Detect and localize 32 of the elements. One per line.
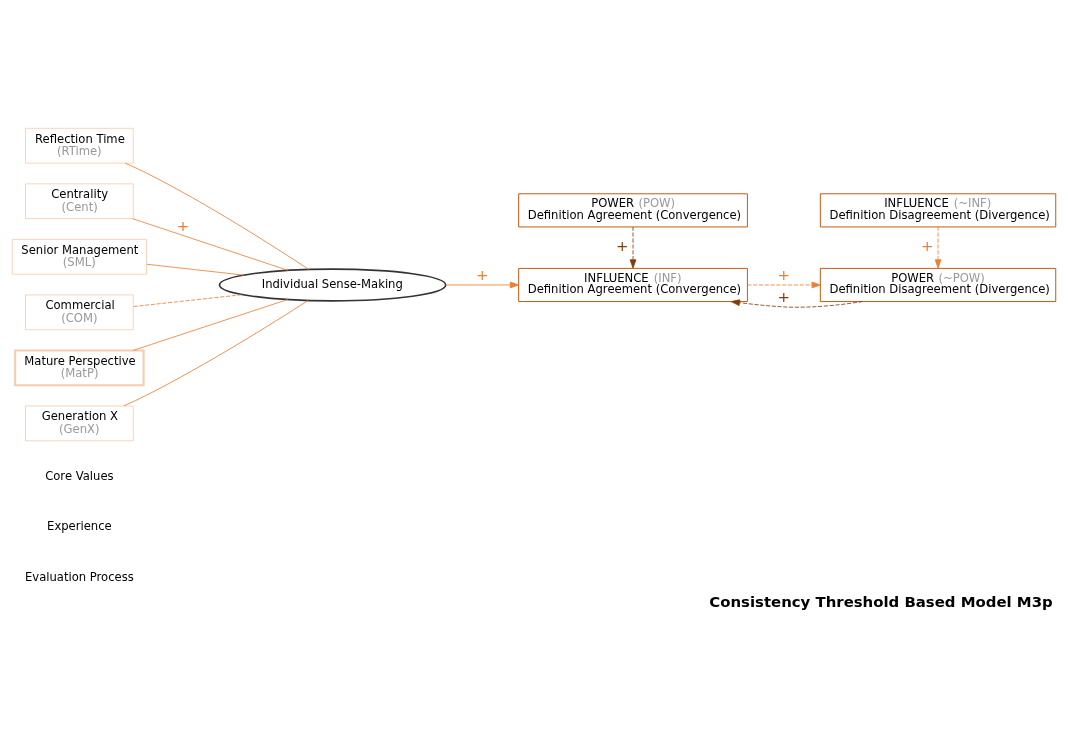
arrow (730, 299, 863, 308)
connector (132, 218, 289, 271)
label: Evaluation Process (24, 569, 134, 584)
node-box: Senior Management (SML) (11, 238, 147, 275)
edge-label: + (777, 266, 791, 285)
arrow (445, 281, 520, 289)
arrow (629, 226, 637, 269)
caption: Consistency Threshold Based Model M3p (709, 592, 1053, 611)
node-box: Commercial (COM) (25, 294, 134, 331)
arrow (747, 281, 821, 289)
edge-label: + (777, 287, 791, 306)
connector (133, 294, 244, 307)
node-box: Reflection Time (RTime) (25, 127, 134, 164)
connector (124, 162, 310, 270)
connector (146, 263, 245, 276)
node-box: Generation X (GenX) (25, 405, 134, 442)
node-ellipse: Individual Sense-Making (218, 268, 447, 302)
node-box: POWER (POW) Definition Agreement (Convergence) (518, 193, 748, 228)
connector (132, 299, 289, 351)
node-box: INFLUENCE (INF) Definition Agreement (Convergence) (518, 267, 748, 303)
edge-label: + (921, 237, 934, 256)
edge-label: + (475, 266, 489, 285)
node-box: POWER (~POW) Definition Disagreement (Divergence) (819, 267, 1057, 303)
edge-label: + (176, 217, 190, 236)
arrow (934, 226, 942, 269)
label: Core Values (45, 468, 114, 483)
node-box: Mature Perspective (MatP) (14, 349, 145, 387)
label: Experience (47, 519, 112, 534)
connector (123, 300, 309, 407)
node-box: INFLUENCE (~INF) Definition Disagreement (Divergence) (819, 193, 1057, 228)
edge-label: + (616, 237, 629, 256)
node-box: Centrality (Cent) (25, 183, 134, 220)
